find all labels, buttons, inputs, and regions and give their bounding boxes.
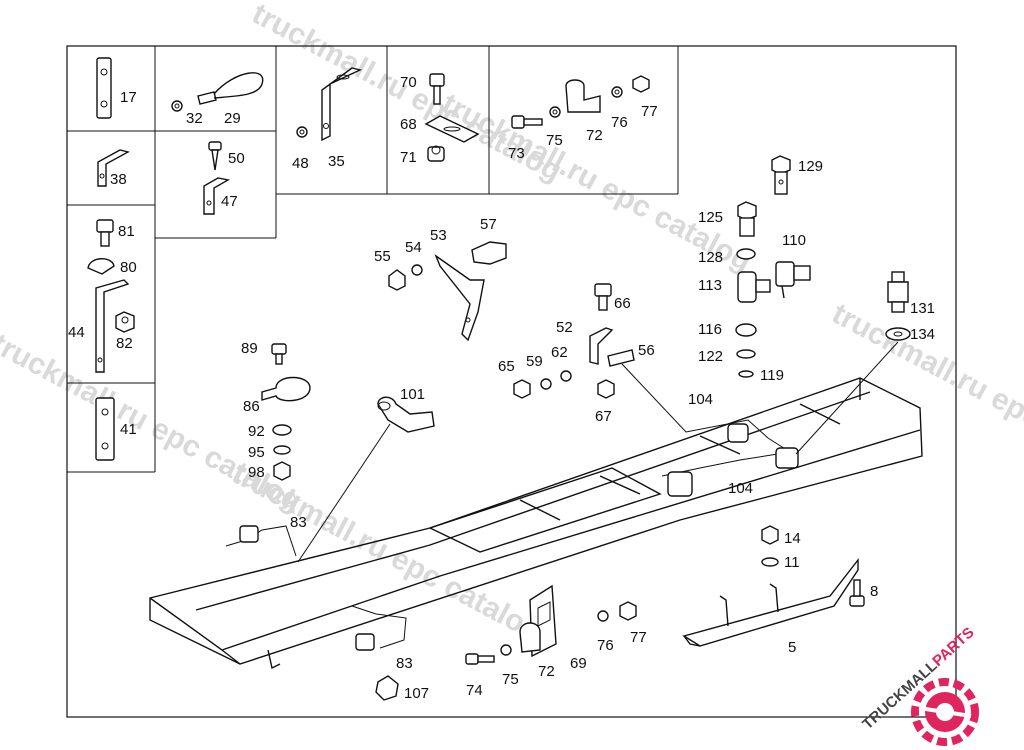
chassis-frame — [149, 377, 923, 670]
part-label: 71 — [400, 149, 417, 166]
part-label: 38 — [110, 171, 127, 188]
part-label: 131 — [910, 300, 935, 317]
part-fasteners-70-68-71 — [424, 73, 480, 162]
part-label: 48 — [292, 155, 309, 172]
part-label: 44 — [68, 324, 85, 341]
logo-wordmark-b: PARTS — [929, 624, 977, 670]
part-label: 82 — [116, 335, 133, 352]
part-label: 62 — [551, 344, 568, 361]
part-cable-tie-29 — [171, 72, 264, 112]
part-label: 101 — [400, 386, 425, 403]
gear-icon — [911, 678, 979, 746]
part-label: 125 — [698, 209, 723, 226]
part-label: 92 — [248, 423, 265, 440]
part-label: 54 — [405, 239, 422, 256]
part-label: 104 — [688, 391, 713, 408]
part-bracket-35 — [296, 67, 363, 142]
part-label: 81 — [118, 223, 135, 240]
part-bolt-bracket-81-82 — [87, 219, 135, 373]
part-label: 110 — [782, 232, 806, 249]
part-label: 8 — [870, 583, 878, 600]
part-plate-41 — [95, 397, 115, 461]
part-label: 75 — [546, 132, 563, 149]
part-label: 29 — [224, 110, 241, 127]
part-label: 72 — [538, 663, 555, 680]
part-label: 53 — [430, 227, 447, 244]
watermark-layer: truckmall.ru epc catalog truckmall.ru ep… — [0, 0, 1024, 648]
part-label: 89 — [241, 340, 258, 357]
part-bracket-assembly-52-67 — [513, 283, 635, 399]
part-label: 14 — [784, 530, 801, 547]
part-labels: 17 32 29 48 35 70 68 71 73 75 72 76 77 3… — [68, 74, 935, 702]
part-label: 55 — [374, 248, 391, 265]
inset-grid — [67, 46, 679, 473]
part-label: 65 — [498, 358, 515, 375]
part-label: 107 — [404, 685, 429, 702]
part-label: 76 — [597, 637, 614, 654]
part-label: 98 — [248, 464, 265, 481]
part-label: 83 — [290, 514, 307, 531]
part-label: 32 — [186, 110, 203, 127]
part-label: 134 — [910, 326, 935, 343]
part-screw-bracket-50-47 — [203, 141, 230, 215]
part-label: 47 — [221, 193, 238, 210]
part-label: 50 — [228, 150, 245, 167]
part-label: 95 — [248, 444, 265, 461]
part-label: 104 — [728, 480, 753, 497]
part-banjo-bolt-129 — [771, 155, 791, 195]
part-label: 72 — [586, 127, 603, 144]
part-label: 74 — [466, 682, 483, 699]
part-hose-101 — [297, 396, 435, 563]
part-label: 113 — [698, 277, 722, 294]
part-label: 75 — [502, 671, 519, 688]
part-label: 35 — [328, 153, 345, 170]
diagram-frame — [66, 45, 957, 718]
part-label: 86 — [243, 398, 260, 415]
part-strap-17 — [96, 57, 112, 119]
part-tee-110 — [775, 261, 811, 299]
part-label: 77 — [641, 103, 658, 120]
part-label: 5 — [788, 639, 796, 656]
part-bracket-assembly-53-57 — [388, 241, 507, 342]
part-clip-set-69-77 — [465, 584, 637, 665]
part-label: 52 — [556, 319, 573, 336]
part-label: 119 — [760, 367, 784, 384]
part-label: 68 — [400, 116, 417, 133]
part-label: 70 — [400, 74, 417, 91]
part-clip-set-73-77 — [511, 75, 650, 129]
part-label: 122 — [698, 348, 723, 365]
part-label: 116 — [698, 321, 722, 338]
part-label: 73 — [508, 145, 525, 162]
part-valve-131-134 — [885, 271, 911, 341]
part-label: 83 — [396, 655, 413, 672]
part-label: 56 — [638, 342, 655, 359]
truckmall-parts-logo: TRUCKMALLPARTS — [859, 624, 979, 746]
part-label: 128 — [698, 249, 723, 266]
part-label: 17 — [120, 89, 137, 106]
wiring-harness — [225, 341, 899, 701]
part-label: 41 — [120, 421, 137, 438]
part-label: 69 — [570, 655, 587, 672]
part-tray-5 — [682, 525, 865, 647]
part-angle-38 — [97, 149, 130, 187]
part-label: 66 — [614, 295, 631, 312]
part-label: 11 — [784, 554, 800, 571]
part-label: 129 — [798, 158, 823, 175]
part-label: 67 — [595, 408, 612, 425]
part-label: 76 — [611, 114, 628, 131]
part-label: 57 — [480, 216, 497, 233]
part-fitting-stack-125-119 — [735, 201, 771, 378]
part-clamp-stack-89-98 — [261, 343, 311, 481]
part-label: 77 — [630, 629, 647, 646]
part-label: 59 — [526, 353, 543, 370]
part-label: 80 — [120, 259, 137, 276]
